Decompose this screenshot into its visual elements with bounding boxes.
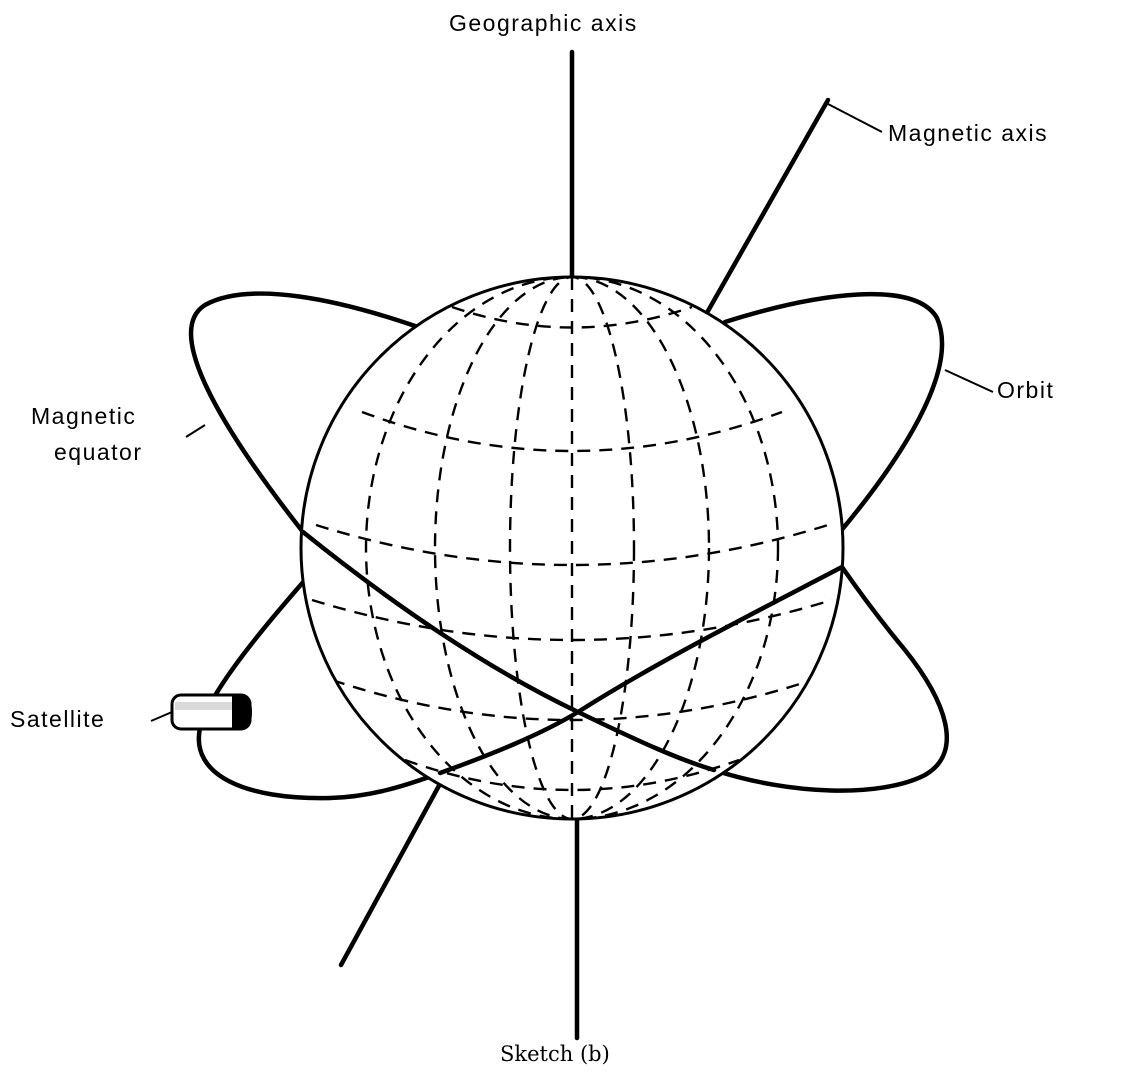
geographic-axis-label: Geographic axis <box>449 10 638 36</box>
orbit-back-left <box>188 291 421 535</box>
equator-back-right <box>711 564 950 793</box>
satellite-label: Satellite <box>10 706 105 732</box>
magnetic-axis-leader <box>827 103 883 133</box>
magnetic-equator-label-line1: Magnetic <box>31 403 136 429</box>
magnetic-equator-label-line2: equator <box>54 439 143 465</box>
magnetic-axis-line <box>697 97 831 328</box>
equator-leader <box>185 424 206 438</box>
orbit-back-right <box>722 291 945 535</box>
orbit-label: Orbit <box>997 377 1054 403</box>
magnetic-axis-label: Magnetic axis <box>888 120 1048 146</box>
orbit-leader <box>944 369 994 393</box>
orbit-front <box>300 529 717 773</box>
figure-caption: Sketch (b) <box>500 1042 610 1066</box>
satellite-icon <box>170 693 252 731</box>
equator-front <box>437 564 845 776</box>
satellite-leader <box>150 711 173 722</box>
magnetic-axis-line-lower <box>338 779 444 968</box>
globe-graticule <box>311 277 833 819</box>
equator-back-left <box>196 577 443 801</box>
